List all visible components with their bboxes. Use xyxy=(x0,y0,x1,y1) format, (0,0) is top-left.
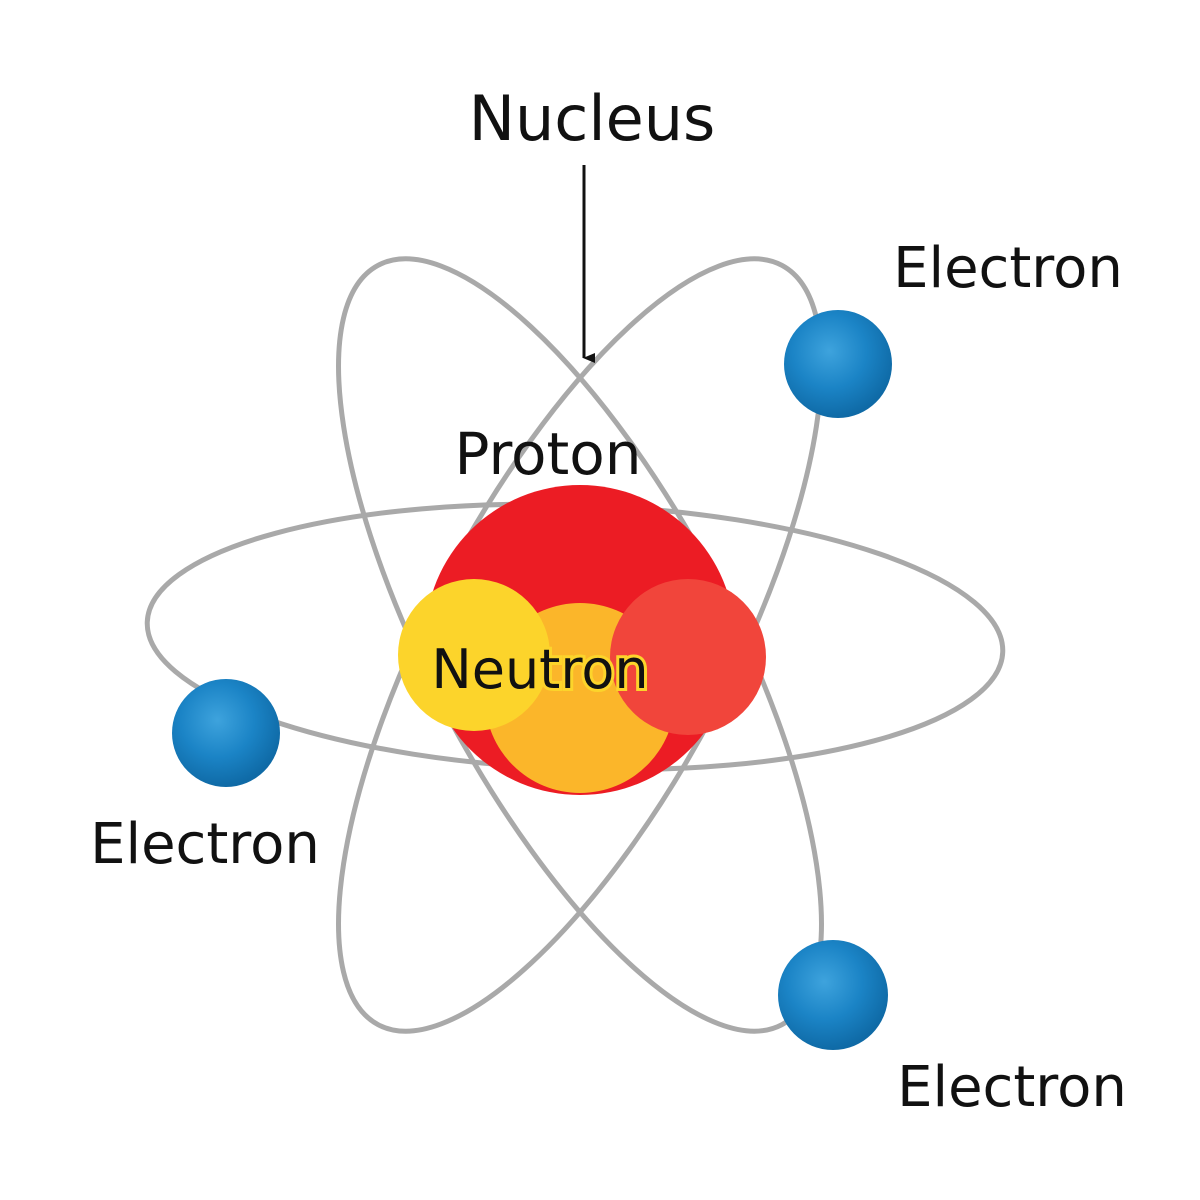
electron-top-right xyxy=(784,310,892,418)
neutron-label: Neutron xyxy=(431,638,648,701)
electron-label-left: Electron xyxy=(90,812,320,877)
nucleus-label: Nucleus xyxy=(469,82,716,155)
electron-label-top-right: Electron xyxy=(893,236,1123,301)
proton-label: Proton xyxy=(455,420,642,488)
neutron xyxy=(398,579,550,731)
electron-label-bottom-right: Electron xyxy=(897,1055,1127,1120)
electrons xyxy=(172,310,892,1050)
electron-left xyxy=(172,679,280,787)
nucleus xyxy=(398,485,766,795)
electron-bottom-right xyxy=(778,940,888,1050)
proton-small xyxy=(610,579,766,735)
